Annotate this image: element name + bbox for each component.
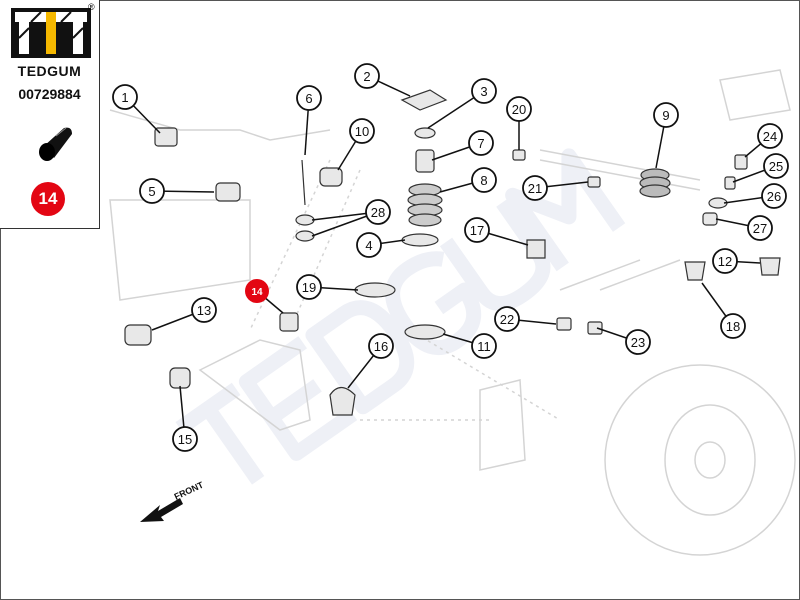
callout-25[interactable]: 25 (769, 159, 783, 174)
callout-19[interactable]: 19 (302, 280, 316, 295)
callout-9[interactable]: 9 (662, 108, 669, 123)
tedgum-logo-icon (11, 8, 91, 58)
bushing-product-icon (39, 127, 72, 161)
callout-22[interactable]: 22 (500, 312, 514, 327)
callout-20[interactable]: 20 (512, 102, 526, 117)
callout-5[interactable]: 5 (148, 184, 155, 199)
watermark-lettering (175, 148, 626, 485)
callout-15[interactable]: 15 (178, 432, 192, 447)
callout-23[interactable]: 23 (631, 335, 645, 350)
callout-3[interactable]: 3 (480, 84, 487, 99)
callout-10[interactable]: 10 (355, 124, 369, 139)
callout-7[interactable]: 7 (477, 136, 484, 151)
brand-panel: ® TEDGUM 00729884 14 (0, 0, 100, 229)
background-linework (109, 69, 796, 556)
callout-26[interactable]: 26 (767, 189, 781, 204)
parts (124, 89, 781, 416)
callout-4[interactable]: 4 (365, 238, 372, 253)
callout-6[interactable]: 6 (305, 91, 312, 106)
callout-13[interactable]: 13 (197, 303, 211, 318)
callout-11[interactable]: 11 (477, 339, 491, 354)
callout-2[interactable]: 2 (363, 69, 370, 84)
front-label: FRONT (173, 479, 206, 501)
callout-17[interactable]: 17 (470, 223, 484, 238)
callout-1[interactable]: 1 (121, 90, 128, 105)
callout-12[interactable]: 12 (718, 254, 732, 269)
highlight-number-badge: 14 (31, 182, 65, 216)
front-arrow-icon (140, 498, 183, 522)
registered-mark: ® (88, 2, 95, 12)
callout-8[interactable]: 8 (480, 173, 487, 188)
callout-labels: 1 2 3 4 5 6 7 8 9 10 11 12 13 14 15 16 1… (121, 69, 783, 447)
part-number: 00729884 (18, 86, 81, 102)
callout-circles (112, 63, 789, 452)
callout-28[interactable]: 28 (371, 205, 385, 220)
highlight-callout-circle (245, 279, 269, 303)
callout-27[interactable]: 27 (753, 221, 767, 236)
callout-16[interactable]: 16 (374, 339, 388, 354)
callout-14[interactable]: 14 (251, 287, 263, 298)
brand-name: TEDGUM (17, 63, 82, 79)
callout-21[interactable]: 21 (528, 181, 542, 196)
callout-24[interactable]: 24 (763, 129, 777, 144)
callout-18[interactable]: 18 (726, 319, 740, 334)
